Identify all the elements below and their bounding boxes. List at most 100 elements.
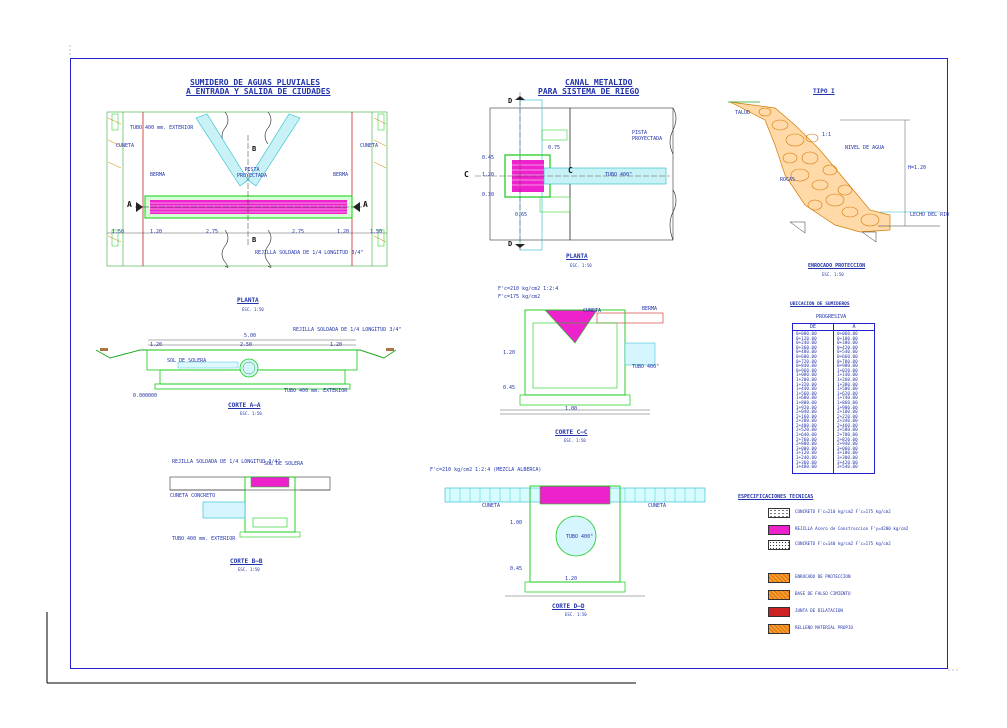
table-cell-de: 0+240.00 xyxy=(796,341,817,347)
canal-dim-2: 0.45 xyxy=(482,155,495,161)
plan-title-2: PLANTA xyxy=(566,253,588,260)
cc-dim-2: 0.45 xyxy=(503,385,516,391)
table-cell-de: 0+600.00 xyxy=(796,354,817,360)
section-dd-scale: ESC. 1:50 xyxy=(565,612,587,617)
enrocado-rocas: ROCAS xyxy=(780,177,796,183)
label-rejilla: REJILLA SOLDADA DE 1/4 LONGITUD 3/4" xyxy=(255,250,364,256)
table-cell-de: 0+720.00 xyxy=(796,359,817,365)
dim-3: 2.75 xyxy=(206,229,219,235)
aa-dim-1: 1.20 xyxy=(150,342,163,348)
bb-label-sol: SOL DE SOLERA xyxy=(264,461,304,467)
table-cell-a: 0+420.00 xyxy=(837,345,858,351)
section-aa xyxy=(95,339,397,390)
label-section-a-left: A xyxy=(127,200,132,209)
table-cell-de: 3+480.00 xyxy=(796,465,817,471)
table-cell-a: 0+540.00 xyxy=(837,350,858,356)
section-bb-scale: ESC. 1:50 xyxy=(238,567,260,572)
section-bb-title: CORTE B—B xyxy=(230,558,263,565)
aa-label-slope: 0.000000 xyxy=(133,393,158,399)
table-cell-de: 0+360.00 xyxy=(796,345,817,351)
legend-swatch xyxy=(768,590,790,600)
aa-top-dim: 5.00 xyxy=(244,333,257,339)
dd-label-cuneta-right: CUNETA xyxy=(648,503,667,509)
table-cell-de: 1+440.00 xyxy=(796,387,817,393)
table-cell-de: 0+480.00 xyxy=(796,350,817,356)
table-cell-de: 2+280.00 xyxy=(796,419,817,425)
canal-dim-1: 0.75 xyxy=(548,145,561,151)
sumidero-plan xyxy=(106,111,388,268)
table-cell-de: 2+640.00 xyxy=(796,433,817,439)
dd-dim-3: 0.45 xyxy=(510,566,523,572)
table-cell-de: 0+840.00 xyxy=(796,364,817,370)
legend-label: ENROCADO DE PROTECCION xyxy=(795,574,851,579)
legend-swatch xyxy=(768,624,790,634)
aa-label-rejilla: REJILLA SOLDADA DE 1/4 LONGITUD 3/4" xyxy=(293,327,402,333)
dim-2: 1.20 xyxy=(150,229,163,235)
table-cell-de: 0+960.00 xyxy=(796,368,817,374)
cc-label-tubo: TUBO 400" xyxy=(632,364,660,370)
table-cell-de: 1+080.00 xyxy=(796,373,817,379)
cc-label-2: F'c=175 kg/cm2 xyxy=(498,294,541,300)
label-section-a-right: A xyxy=(363,200,368,209)
section-cc-scale: ESC. 1:50 xyxy=(564,438,586,443)
table-cell-a: 3+540.00 xyxy=(837,465,858,471)
table-cell-a: 2+460.00 xyxy=(837,423,858,429)
canal-label-d-top: D xyxy=(508,97,513,105)
enrocado-caption-scale: ESC. 1:50 xyxy=(822,272,844,277)
table-subtitle: PROGRESIVA xyxy=(816,314,847,320)
table-cell-a: 2+100.00 xyxy=(837,410,858,416)
bb-label-tubo: TUBO 400 mm. EXTERIOR xyxy=(172,536,236,542)
dd-label-tubo: TUBO 400" xyxy=(566,534,594,540)
label-berma-right: BERMA xyxy=(333,172,349,178)
canal-dim-5: 0.65 xyxy=(515,212,528,218)
table-cell-a: 3+180.00 xyxy=(837,451,858,457)
table-cell-a: 1+980.00 xyxy=(837,405,858,411)
enrocado-section xyxy=(728,101,940,243)
enrocado-caption: ENROCADO PROTECCION xyxy=(808,263,866,269)
table-cell-a: 1+020.00 xyxy=(837,368,858,374)
tipo-title: TIPO I xyxy=(813,88,835,95)
canal-dim-4: 0.30 xyxy=(482,192,495,198)
drawing-frame xyxy=(70,58,948,669)
aa-dim-3: 1.20 xyxy=(330,342,343,348)
cc-dim-3: 1.00 xyxy=(565,406,578,412)
legend-label: JUNTA DE DILATACION xyxy=(795,608,843,613)
canal-label-d-bottom: D xyxy=(508,240,513,248)
legend-item: REJILLA Acero de Construccion F'y=4200 k… xyxy=(768,525,918,539)
table-cell-de: 3+000.00 xyxy=(796,446,817,452)
table-cell-de: 1+680.00 xyxy=(796,396,817,402)
table-cell-a: 1+500.00 xyxy=(837,387,858,393)
table-cell-a: 0+780.00 xyxy=(837,359,858,365)
section-bb xyxy=(169,476,331,538)
enrocado-h: H=1.20 xyxy=(908,165,927,171)
table-cell-de: 0+120.00 xyxy=(796,336,817,342)
aa-dim-2: 2.50 xyxy=(240,342,253,348)
canal-title-line2: PARA SISTEMA DE RIEGO xyxy=(538,87,640,96)
specs-title: ESPECIFICACIONES TECNICAS xyxy=(738,494,814,500)
table-cell-a: 2+220.00 xyxy=(837,414,858,420)
table-cell-de: 2+520.00 xyxy=(796,428,817,434)
label-section-b-top: B xyxy=(252,145,257,153)
table-cell-de: 1+920.00 xyxy=(796,405,817,411)
table-cell-a: 1+620.00 xyxy=(837,391,858,397)
enrocado-nivel: NIVEL DE AGUA xyxy=(845,145,885,151)
table-cell-a: 0+180.00 xyxy=(837,336,858,342)
section-cc-title: CORTE C—C xyxy=(555,429,588,436)
plan-title-1: PLANTA xyxy=(237,297,259,304)
section-dd-title: CORTE D—D xyxy=(552,603,585,610)
table-cell-a: 1+860.00 xyxy=(837,400,858,406)
section-cc xyxy=(500,309,664,415)
legend-item: CONCRETO F'c=210 kg/cm2 F'c=175 kg/cm2 xyxy=(768,508,918,522)
legend-label: CONCRETO F'c=210 kg/cm2 F'c=175 kg/cm2 xyxy=(795,509,891,514)
section-aa-scale: ESC. 1:50 xyxy=(240,411,262,416)
enrocado-talud: TALUD xyxy=(735,110,751,116)
legend-label: REJILLA Acero de Construccion F'y=4200 k… xyxy=(795,526,909,531)
dd-label-cuneta-left: CUNETA xyxy=(482,503,501,509)
sumidero-title-line2: A ENTRADA Y SALIDA DE CIUDADES xyxy=(186,87,331,96)
table-header-de: DE xyxy=(793,324,834,330)
legend-label: RELLENO MATERIAL PROPIO xyxy=(795,625,853,630)
